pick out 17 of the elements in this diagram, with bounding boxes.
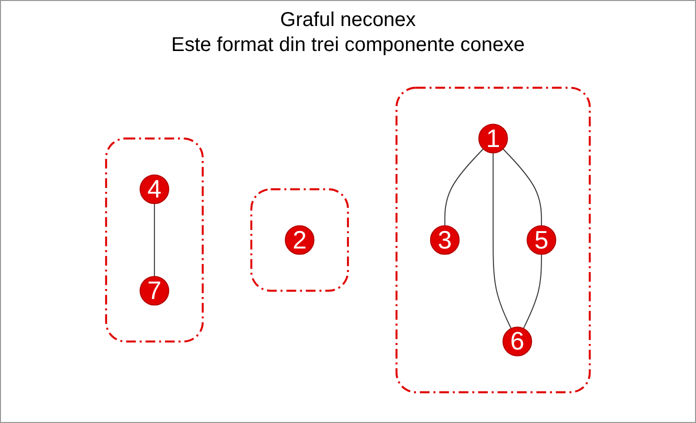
connector xyxy=(523,253,542,329)
connector xyxy=(492,152,512,329)
node-circle: 3 xyxy=(430,224,460,254)
connector xyxy=(444,148,484,226)
connector xyxy=(154,202,155,276)
node-circle: 6 xyxy=(502,326,532,356)
title: Graful neconex xyxy=(280,9,416,32)
node-circle: 5 xyxy=(526,224,556,254)
connector xyxy=(502,148,542,226)
subtitle: Este format din trei componente conexe xyxy=(171,34,525,57)
cluster xyxy=(396,86,591,393)
node-circle: 2 xyxy=(284,224,314,254)
node-circle: 7 xyxy=(140,275,170,306)
cluster xyxy=(250,188,349,292)
node-circle: 4 xyxy=(140,174,170,204)
cluster xyxy=(105,137,204,342)
node-circle: 1 xyxy=(478,123,508,153)
